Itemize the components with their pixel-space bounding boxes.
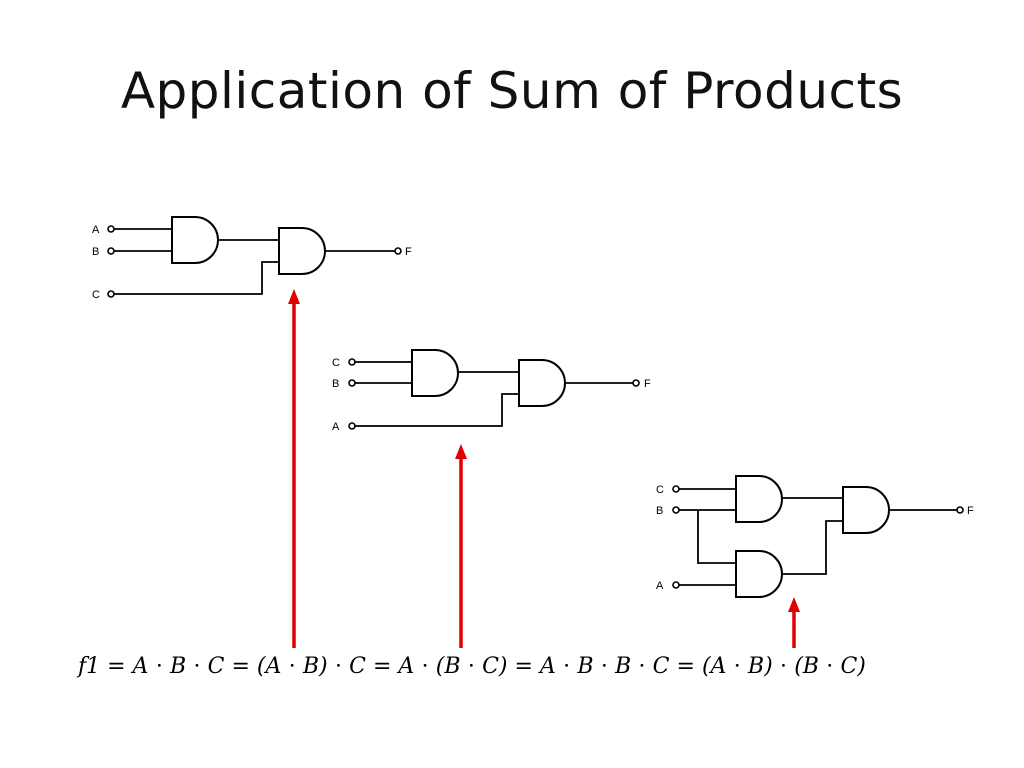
- red-arrows: [288, 289, 800, 648]
- circuit2-and-gate-1: [411, 349, 459, 397]
- circuit2-input-terminal-b: [348, 379, 356, 387]
- circuit1-and-gate-2: [278, 227, 326, 275]
- circuit2-input-label-b: B: [332, 378, 339, 390]
- circuit2-output-label: F: [644, 378, 651, 390]
- circuit1-input-label-b: B: [92, 246, 99, 258]
- arrow-3-head: [788, 597, 800, 612]
- circuit-1: A B C F: [92, 216, 412, 301]
- circuit1-input-terminal-c: [107, 290, 115, 298]
- circuit2-input-terminal-a: [348, 422, 356, 430]
- circuit3-input-label-c: C: [656, 484, 664, 496]
- circuit-2: C B A F: [332, 349, 651, 433]
- circuit3-and-gate-2: [735, 550, 783, 598]
- arrow-1-head: [288, 289, 300, 304]
- circuit3-input-terminal-c: [672, 485, 680, 493]
- circuit3-output-terminal: [956, 506, 964, 514]
- circuit3-input-label-b: B: [656, 505, 663, 517]
- circuit1-output-terminal: [394, 247, 402, 255]
- circuit1-input-terminal-b: [107, 247, 115, 255]
- slide-title: Application of Sum of Products: [120, 62, 904, 120]
- circuit3-and-gate-3: [842, 486, 890, 534]
- circuit2-input-terminal-c: [348, 358, 356, 366]
- circuit3-input-terminal-b: [672, 506, 680, 514]
- circuit3-input-label-a: A: [656, 580, 664, 592]
- circuit3-and-gate-1: [735, 475, 783, 523]
- circuit2-input-label-c: C: [332, 357, 340, 369]
- circuit1-input-label-a: A: [92, 224, 100, 236]
- circuit3-output-label: F: [967, 505, 974, 517]
- circuit3-input-terminal-a: [672, 581, 680, 589]
- circuit2-output-terminal: [632, 379, 640, 387]
- circuit1-input-terminal-a: [107, 225, 115, 233]
- arrow-2-head: [455, 444, 467, 459]
- circuit-3: C B A F: [656, 475, 974, 598]
- circuit1-and-gate-1: [171, 216, 219, 264]
- boolean-equation: f1 = A ⋅ B ⋅ C = (A ⋅ B) ⋅ C = A ⋅ (B ⋅ …: [78, 654, 866, 679]
- circuit1-input-label-c: C: [92, 289, 100, 301]
- circuit1-wires: [114, 228, 395, 295]
- circuit3-wires: [679, 488, 957, 586]
- circuit2-wires: [355, 361, 633, 427]
- circuit2-input-label-a: A: [332, 421, 340, 433]
- circuit2-and-gate-2: [518, 359, 566, 407]
- circuit1-output-label: F: [405, 246, 412, 258]
